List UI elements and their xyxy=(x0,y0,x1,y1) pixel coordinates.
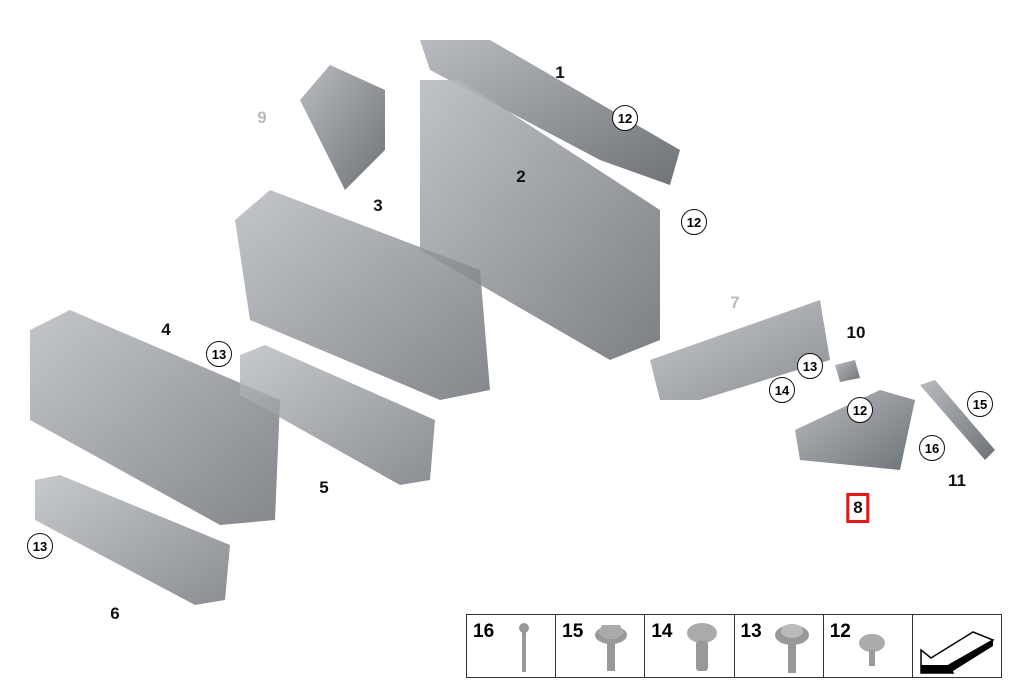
legend-cell: 16 xyxy=(467,615,557,677)
part-9-air-duct xyxy=(300,65,385,190)
part-4-grille-frame xyxy=(30,310,280,525)
callout-label: 16 xyxy=(919,435,945,461)
callout-label: 12 xyxy=(612,105,638,131)
part-11-bracket xyxy=(920,380,995,460)
highlighted-callout: 8 xyxy=(846,493,870,523)
hex-flange-bolt-icon xyxy=(595,625,628,671)
callout-label: 14 xyxy=(769,377,795,403)
callout-label: 13 xyxy=(797,353,823,379)
legend-cell: 15 xyxy=(556,615,646,677)
legend-cell: 12 xyxy=(824,615,913,677)
callout-label: 4 xyxy=(161,320,171,339)
callout-label: 11 xyxy=(948,471,966,490)
legend-cell xyxy=(913,615,1001,677)
callout-label: 1 xyxy=(555,63,565,82)
part-1-crossmember xyxy=(420,40,680,185)
callout-label: 15 xyxy=(967,391,993,417)
legend-label: 16 xyxy=(473,621,495,642)
callout-label: 9 xyxy=(257,108,267,127)
washer-screw-icon xyxy=(774,624,809,673)
legend-label: 15 xyxy=(562,621,584,642)
callout-label: 10 xyxy=(846,323,866,342)
callout-label: 12 xyxy=(681,209,707,235)
button-head-screw-icon xyxy=(687,623,718,671)
pin-bolt-icon xyxy=(519,623,529,672)
legend-cell: 14 xyxy=(645,615,735,677)
callout-label: 12 xyxy=(847,397,873,423)
direction-arrow-icon xyxy=(920,631,995,674)
part-10-clip xyxy=(835,360,860,382)
callout-label: 6 xyxy=(110,604,120,623)
part-3-grille-frame xyxy=(235,190,490,400)
callout-label: 7 xyxy=(730,293,740,312)
callout-label: 2 xyxy=(516,167,526,186)
legend-label: 12 xyxy=(829,621,851,642)
part-6-shutter xyxy=(35,475,230,605)
legend-label: 13 xyxy=(740,621,762,642)
part-5-shutter xyxy=(240,345,435,485)
callout-label: 13 xyxy=(27,533,53,559)
legend-cell: 13 xyxy=(735,615,824,677)
small-washer-screw-icon xyxy=(858,634,885,666)
callout-label: 3 xyxy=(373,196,383,215)
callout-label: 5 xyxy=(319,478,329,497)
part-8-duct xyxy=(795,390,915,470)
part-7-duct xyxy=(650,300,830,400)
legend-label: 14 xyxy=(651,621,673,642)
callout-label: 13 xyxy=(206,341,232,367)
part-2-radiator-support xyxy=(420,80,660,360)
fastener-legend: 16 15 14 13 12 xyxy=(466,614,1002,678)
